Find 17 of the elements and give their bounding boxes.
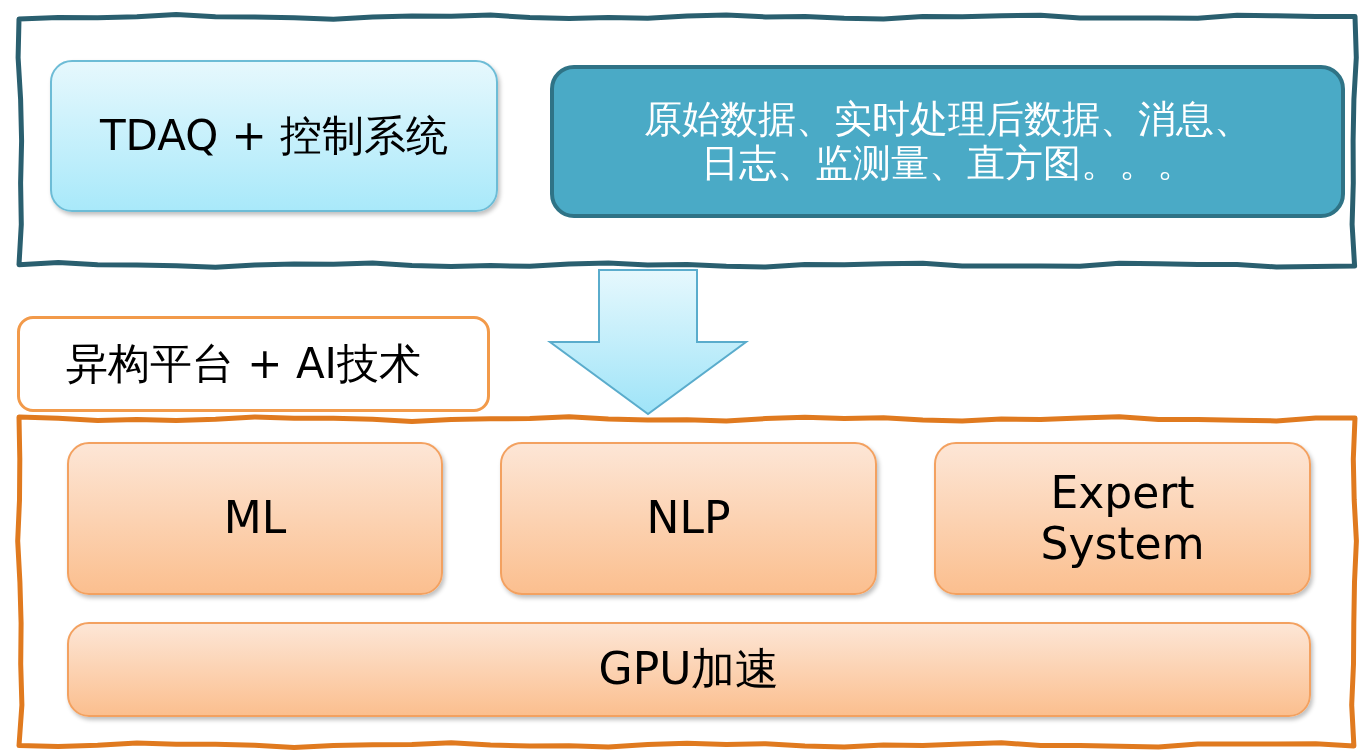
heading-tab: [17, 316, 490, 412]
label-text: 原始数据、实时处理后数据、消息、日志、监测量、直方图。。。: [642, 97, 1253, 186]
process-box: [50, 60, 498, 212]
wavy-frame: [15, 12, 1359, 270]
data-box: [550, 65, 1345, 218]
label-text: TDAQ + 控制系统: [99, 111, 449, 161]
process-box: [67, 442, 443, 595]
process-box: [67, 622, 1311, 717]
label-text: GPU加速: [598, 644, 780, 695]
label-text: ML: [223, 493, 287, 544]
process-box: [500, 442, 877, 595]
label-text: Expert System: [1039, 467, 1206, 570]
block-arrow: [546, 269, 750, 416]
label-text: NLP: [646, 493, 731, 544]
process-box: [934, 442, 1311, 595]
wavy-frame: [15, 414, 1359, 750]
label-text: 异构平台 + AI技术: [66, 339, 421, 389]
